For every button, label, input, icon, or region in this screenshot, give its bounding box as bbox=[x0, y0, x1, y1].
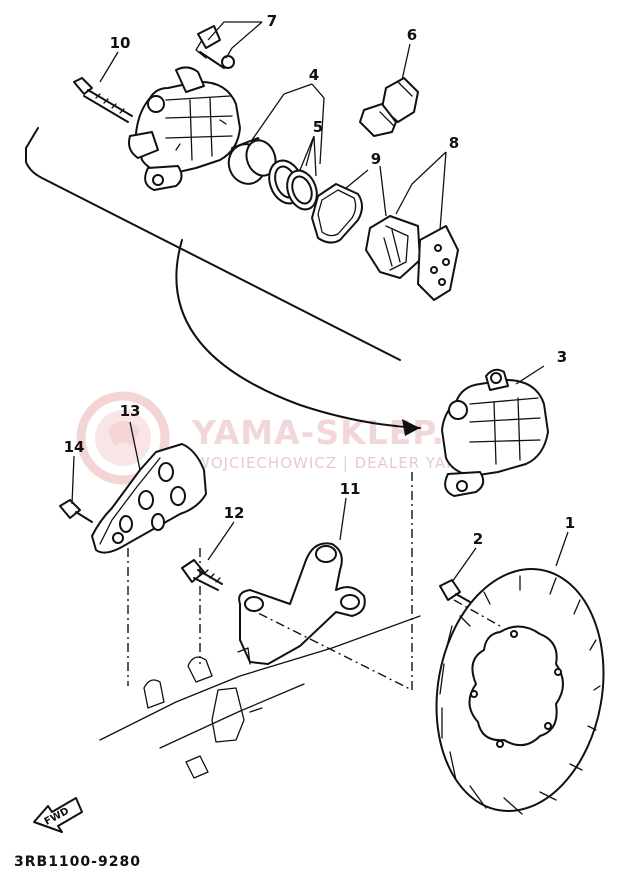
callout-9: 9 bbox=[371, 150, 381, 168]
callout-11: 11 bbox=[340, 480, 361, 498]
part-6-pad-support bbox=[359, 77, 419, 137]
part-5-seal-kit bbox=[268, 159, 318, 211]
watermark: YAMA-SKLEP.PL WOJCIECHOWICZ | DEALER YAM… bbox=[76, 391, 495, 485]
callout-12: 12 bbox=[224, 504, 245, 522]
transfer-arrow-head-icon bbox=[402, 419, 420, 436]
callout-4: 4 bbox=[309, 66, 319, 84]
part-4-piston bbox=[227, 137, 277, 185]
caliper-body-upper bbox=[128, 66, 241, 191]
part-13-caliper-guard bbox=[91, 443, 207, 554]
callout-numbers: 10 7 6 4 5 9 8 3 13 14 11 12 2 1 bbox=[64, 12, 576, 548]
part-3-caliper-assembly bbox=[441, 368, 549, 497]
transfer-arrow-curve bbox=[175, 239, 421, 429]
caliper-group-boundary bbox=[25, 127, 401, 361]
callout-13: 13 bbox=[120, 402, 141, 420]
part-7-bleed-screw bbox=[195, 25, 235, 69]
callout-8: 8 bbox=[449, 134, 459, 152]
swingarm-outline bbox=[99, 615, 421, 779]
diagram-code: 3RB1100-9280 bbox=[14, 854, 141, 870]
watermark-tagline: WOJCIECHOWICZ | DEALER YAMAHA bbox=[195, 454, 495, 472]
part-11-caliper-bracket bbox=[237, 542, 366, 665]
callout-6: 6 bbox=[407, 26, 417, 44]
callout-7: 7 bbox=[267, 12, 277, 30]
watermark-logo-icon bbox=[76, 391, 170, 485]
part-9-pad-shim bbox=[311, 183, 363, 244]
callout-5: 5 bbox=[313, 118, 323, 136]
fwd-arrow: FWD bbox=[33, 797, 83, 833]
part-8-brake-pads bbox=[365, 215, 459, 301]
part-12-bolt bbox=[181, 559, 223, 591]
callout-10: 10 bbox=[110, 34, 131, 52]
callout-14: 14 bbox=[64, 438, 85, 456]
disc-vent-slots bbox=[439, 575, 601, 815]
callout-2: 2 bbox=[473, 530, 483, 548]
callout-3: 3 bbox=[557, 348, 567, 366]
part-14-bolt bbox=[59, 499, 93, 523]
watermark-brand: YAMA-SKLEP.PL bbox=[191, 413, 492, 452]
part-10-bolt bbox=[73, 77, 133, 123]
callout-1: 1 bbox=[565, 514, 575, 532]
part-2-disc-bolt bbox=[439, 579, 471, 603]
assembly-lines bbox=[127, 472, 501, 692]
callout-leader-lines bbox=[71, 21, 569, 583]
part-1-brake-disc bbox=[435, 568, 605, 815]
